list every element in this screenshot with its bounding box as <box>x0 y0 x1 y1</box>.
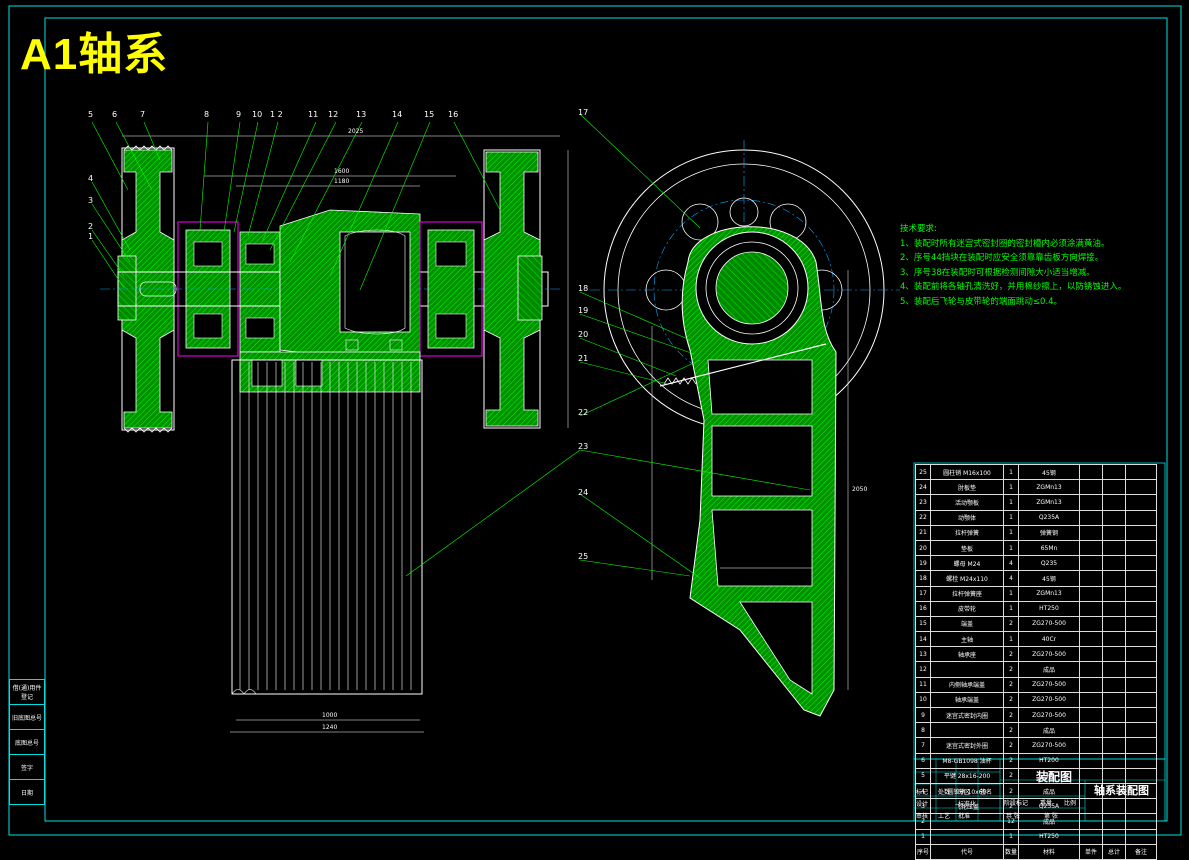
callout: 24 <box>578 488 589 497</box>
strip-cell: 底图总号 <box>9 730 45 755</box>
callout: 1 2 <box>270 110 283 119</box>
leader-lines <box>91 113 811 579</box>
callout: 4 <box>88 174 94 183</box>
tech-item: 1、装配时所有迷宫式密封圈的密封槽内必须涂满黄油。 <box>900 238 1110 249</box>
technical-requirements: 技术要求: 1、装配时所有迷宫式密封圈的密封槽内必须涂满黄油。 2、序号44挡块… <box>900 222 1126 309</box>
tech-item: 5、装配后飞轮与皮带轮的端面跳动≤0.4。 <box>900 296 1063 307</box>
callout: 15 <box>424 110 435 119</box>
callout: 5 <box>88 110 94 119</box>
bom-header-row: 序号 代号 数量 材料 单件 总计 备注 <box>915 843 1157 860</box>
tb-label: 审核 <box>916 813 929 820</box>
callout: 25 <box>578 552 589 561</box>
callout: 20 <box>578 330 589 339</box>
strip-cell: 签字 <box>9 755 45 780</box>
strip-cell: 借(通)用件登记 <box>9 679 45 705</box>
dimension-mid2: 1180 <box>334 178 350 185</box>
left-sign-strip: 借(通)用件登记 旧底图总号 底图总号 签字 日期 <box>9 679 45 805</box>
strip-cell: 旧底图总号 <box>9 705 45 730</box>
callout: 23 <box>578 442 589 451</box>
callout: 3 <box>88 196 94 205</box>
callout: 17 <box>578 108 589 117</box>
tb-label: 分区 <box>958 789 971 796</box>
dimension-bottom1: 1000 <box>322 712 338 719</box>
tech-item: 3、序号38在装配时可根据检测间隙大小适当增减。 <box>900 267 1095 278</box>
tb-label: 重量 <box>1040 800 1053 807</box>
callout: 9 <box>236 110 242 119</box>
callout: 7 <box>140 110 146 119</box>
tech-item: 4、装配前将各轴孔清洗好，并用棉纱擦上，以防锈蚀进入。 <box>900 282 1127 292</box>
drawing-type: 装配图 <box>1036 770 1073 784</box>
tb-label: 工艺 <box>938 813 951 820</box>
callout: 21 <box>578 354 589 363</box>
callout: 1 <box>88 232 94 241</box>
shaft-section-view <box>100 135 569 733</box>
tb-label: 处数 <box>938 789 951 796</box>
dimension-top: 2025 <box>348 128 364 135</box>
strip-cell: 日期 <box>9 780 45 805</box>
callout: 22 <box>578 408 589 417</box>
callout: 12 <box>328 110 339 119</box>
dimension-mid1: 1600 <box>334 168 350 175</box>
callout: 8 <box>204 110 210 119</box>
tb-label: 比例 <box>1064 800 1077 807</box>
tb-label: 标记 <box>916 789 929 796</box>
tb-label: 批准 <box>958 813 971 820</box>
sheet-title: A1轴系 <box>20 30 169 79</box>
tb-label: 签名 <box>980 789 993 796</box>
callout: 14 <box>392 110 403 119</box>
callout: 13 <box>356 110 367 119</box>
callout: 2 <box>88 222 94 231</box>
tb-label: 阶段标记 <box>1004 800 1029 807</box>
callout: 19 <box>578 306 589 315</box>
dimension-right-height: 2050 <box>852 486 868 493</box>
callout: 10 <box>252 110 263 119</box>
inner-frame <box>44 17 1168 822</box>
dimension-bottom2: 1240 <box>322 724 338 731</box>
drawing-name: 轴系装配图 <box>1094 784 1149 797</box>
tb-label: 共 张 <box>1006 813 1020 820</box>
outer-frame <box>8 5 1182 836</box>
tech-heading: 技术要求: <box>900 224 937 234</box>
tech-item: 2、序号44挡块在装配时应安全须靠靠齿板方向焊接。 <box>900 253 1104 263</box>
callout: 18 <box>578 284 589 293</box>
side-view <box>590 140 900 717</box>
tb-label: 第 张 <box>1044 813 1058 820</box>
callout: 6 <box>112 110 118 119</box>
callout: 16 <box>448 110 459 119</box>
tb-label: 设计 <box>916 801 929 808</box>
tb-label: 标准化 <box>958 801 977 808</box>
callout: 11 <box>308 110 319 119</box>
